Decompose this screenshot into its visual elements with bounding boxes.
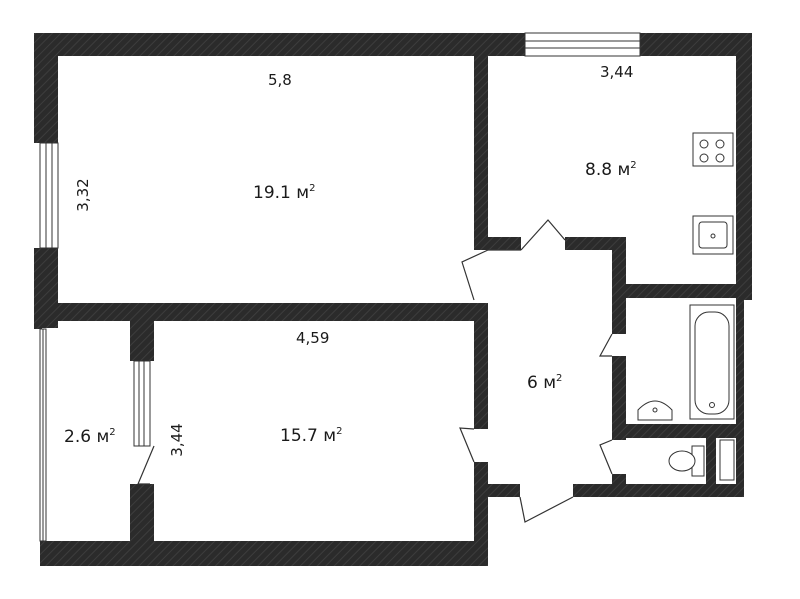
window-icon xyxy=(133,360,151,447)
room-1-area: 19.1 м2 xyxy=(253,183,315,203)
labels: 19.1 м2 5,8 3,32 15.7 м2 4,59 3,44 8.8 м… xyxy=(64,63,637,457)
wall-kitchen-bottom-b xyxy=(612,284,744,298)
wall-bottom-hall-a xyxy=(474,484,520,497)
walls xyxy=(34,33,752,566)
door-icon xyxy=(137,445,155,485)
wall-hall-right-b xyxy=(612,356,626,440)
wall-kitchen-bottom-a xyxy=(565,237,625,250)
room-1-width: 5,8 xyxy=(268,71,292,89)
wall-balcony-left xyxy=(34,321,42,329)
wall-kitchen-left-stub xyxy=(474,237,521,250)
washbasin-icon xyxy=(637,400,673,421)
stove-icon xyxy=(692,132,734,167)
bathtub-icon xyxy=(689,304,735,420)
door-icon xyxy=(459,427,475,463)
wall-bottom-right xyxy=(573,484,744,497)
wall-bath-wc xyxy=(612,424,744,438)
wall-hall-right-a xyxy=(612,284,626,334)
wall-right-lower xyxy=(736,300,744,497)
fixtures xyxy=(637,132,735,481)
balcony-glazing xyxy=(39,328,47,542)
wall-balcony-partition-upper xyxy=(130,321,154,361)
sink-icon xyxy=(692,215,734,255)
doors xyxy=(137,219,613,523)
hallway-area: 6 м2 xyxy=(527,373,562,393)
room-2-depth: 3,44 xyxy=(168,423,186,456)
door-icon xyxy=(461,219,566,301)
toilet-icon xyxy=(668,445,705,477)
balcony-area: 2.6 м2 xyxy=(64,427,116,447)
door-icon xyxy=(519,496,574,523)
kitchen-width: 3,44 xyxy=(600,63,633,81)
wall-hall-left-lower xyxy=(474,462,488,542)
wall-top-right xyxy=(640,33,752,56)
kitchen-area: 8.8 м2 xyxy=(585,160,637,180)
window-icon xyxy=(524,32,641,57)
wall-mid-horizontal xyxy=(34,303,488,321)
room-1-depth: 3,32 xyxy=(74,178,92,211)
wall-right xyxy=(736,33,752,300)
door-icon xyxy=(599,439,613,475)
wall-bottom xyxy=(40,541,488,566)
window-icon xyxy=(39,142,59,249)
wall-left-upper xyxy=(34,33,58,143)
room-2-area: 15.7 м2 xyxy=(280,426,342,446)
wall-kitchen-left xyxy=(474,56,488,245)
windows xyxy=(39,32,641,542)
wall-wc-right-divider xyxy=(706,424,716,497)
wall-balcony-partition-lower xyxy=(130,484,154,541)
door-icon xyxy=(598,333,613,357)
wall-top-left xyxy=(34,33,525,56)
wc-shelf xyxy=(719,439,735,481)
wall-kitchen-right-step xyxy=(612,237,626,297)
room-2-width: 4,59 xyxy=(296,329,329,347)
wall-hall-left xyxy=(474,303,488,429)
